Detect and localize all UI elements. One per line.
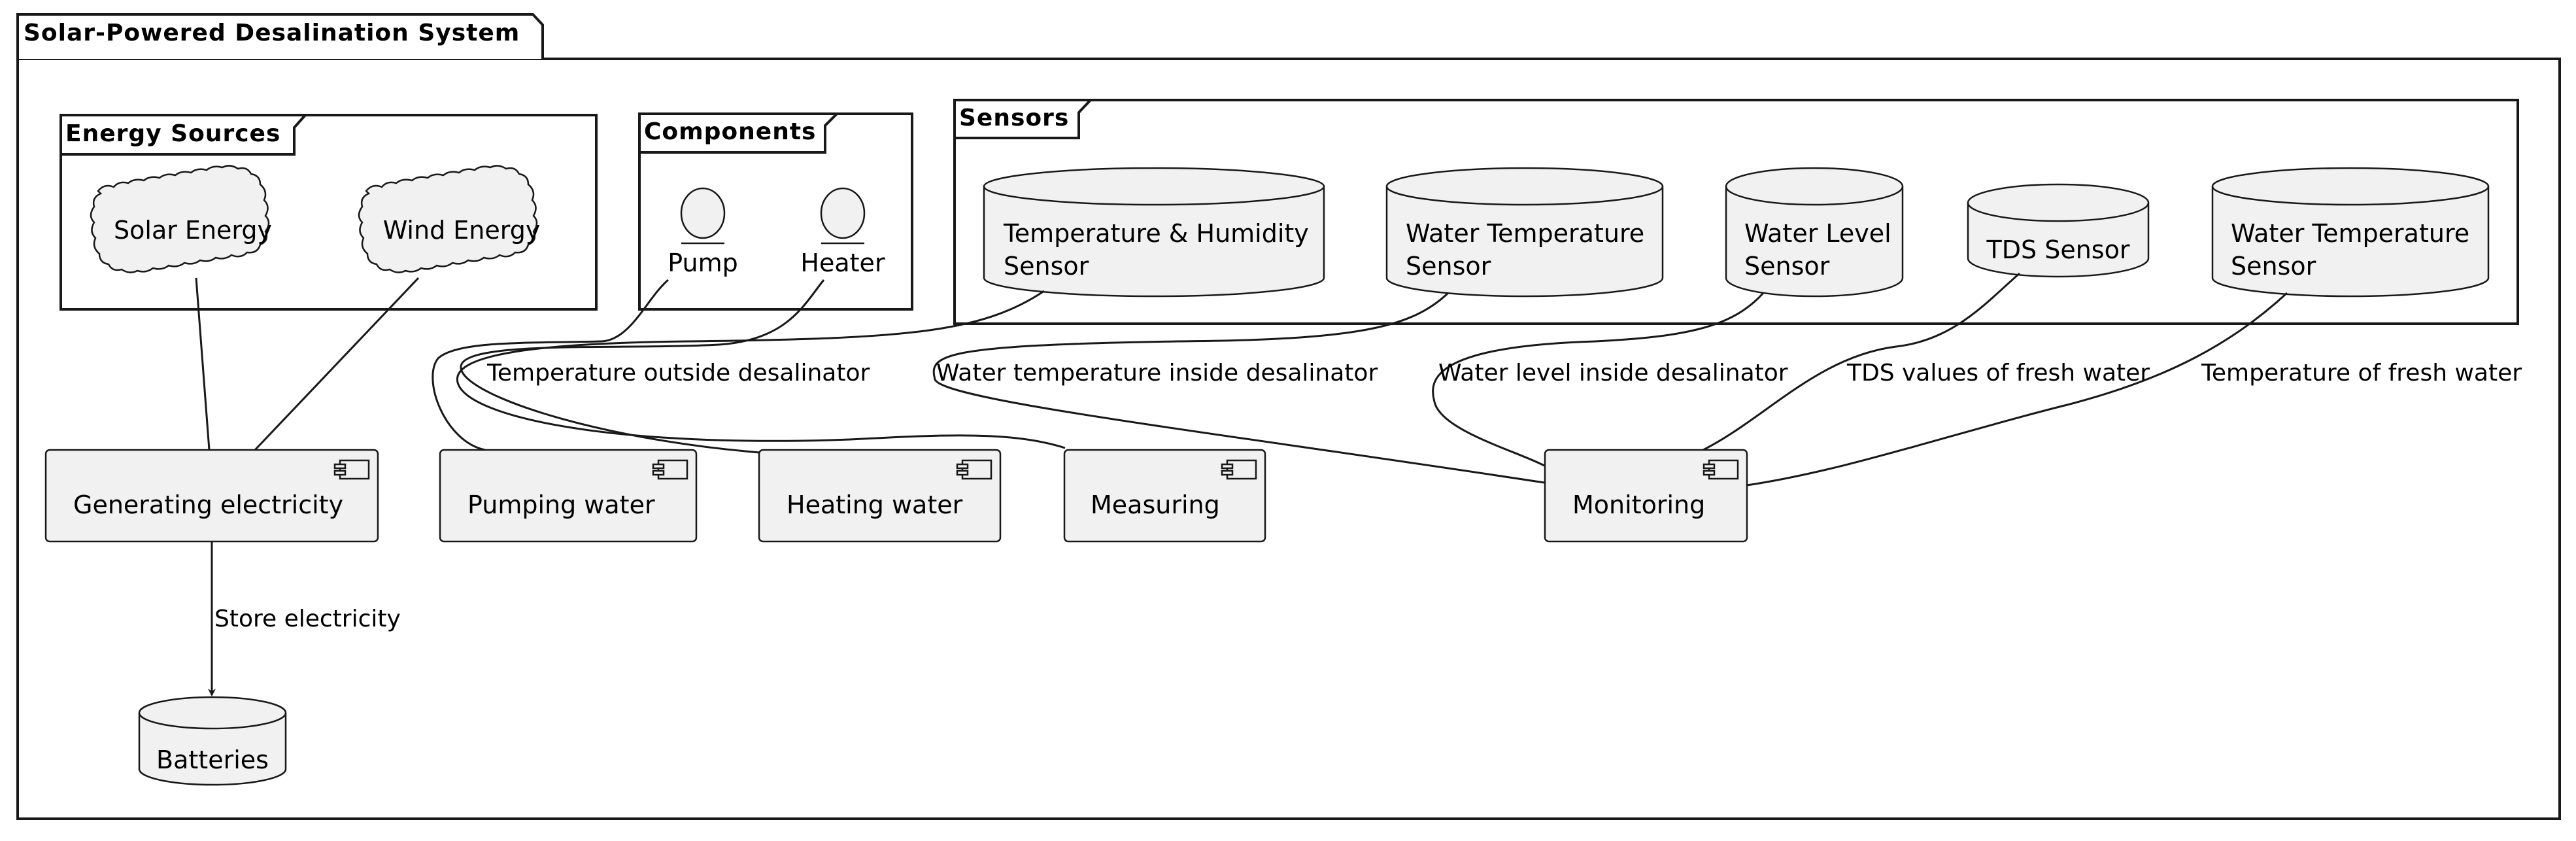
components-title: Components <box>644 118 816 145</box>
edge-water-temp-monitoring <box>932 292 1545 484</box>
edge-label-water-temp-inside: Water temperature inside desalinator <box>936 360 1378 386</box>
wind-energy-label: Wind Energy <box>383 216 541 245</box>
generating-electricity-label: Generating electricity <box>73 490 343 519</box>
system-package: Solar-Powered Desalination System <box>16 13 2561 820</box>
pumping-water-label: Pumping water <box>467 490 655 519</box>
edge-label-temp-outside: Temperature outside desalinator <box>486 360 870 386</box>
heating-water-label: Heating water <box>787 490 963 519</box>
edge-solar-generating <box>195 277 211 451</box>
edge-wind-generating <box>254 277 420 451</box>
water-level-sensor-line2: Sensor <box>1744 252 1830 281</box>
batteries-label: Batteries <box>156 746 269 774</box>
water-temperature-sensor-2-line2: Sensor <box>2231 252 2316 281</box>
heating-water-component[interactable]: Heating water <box>758 449 1002 543</box>
monitoring-label: Monitoring <box>1572 490 1705 519</box>
generating-electricity-component[interactable]: Generating electricity <box>44 449 379 543</box>
water-temperature-sensor-2-line1: Water Temperature <box>2231 219 2469 248</box>
components-package: Components <box>638 112 913 311</box>
water-temperature-sensor-1[interactable]: Water Temperature Sensor <box>1385 167 1664 298</box>
solar-energy-node[interactable]: Solar Energy <box>90 165 272 273</box>
heater-label: Heater <box>800 249 885 277</box>
temp-humidity-sensor-line1: Temperature & Humidity <box>1003 219 1309 248</box>
water-temperature-sensor-1-line2: Sensor <box>1406 252 1491 281</box>
edge-heater-heating <box>460 279 825 454</box>
edge-label-tds-values: TDS values of fresh water <box>1846 360 2150 386</box>
pumping-water-component[interactable]: Pumping water <box>439 449 698 543</box>
sensors-package: Sensors <box>953 99 2519 325</box>
water-level-sensor-line1: Water Level <box>1744 219 1891 248</box>
sensors-title: Sensors <box>959 105 1069 131</box>
water-temperature-sensor-1-line1: Water Temperature <box>1406 219 1644 248</box>
heater-node[interactable]: Heater <box>800 187 885 277</box>
edge-temp-humidity-measuring <box>456 290 1066 449</box>
edge-label-store-electricity: Store electricity <box>214 606 401 632</box>
edge-tds-monitoring <box>1703 272 2020 451</box>
wind-energy-node[interactable]: Wind Energy <box>358 165 541 273</box>
tds-sensor-label: TDS Sensor <box>1986 235 2130 264</box>
energy-sources-package: Energy Sources <box>59 114 598 311</box>
solar-energy-label: Solar Energy <box>114 216 272 245</box>
edge-label-temp-fresh: Temperature of fresh water <box>2201 360 2522 386</box>
water-temperature-sensor-2[interactable]: Water Temperature Sensor <box>2211 167 2490 298</box>
energy-sources-title: Energy Sources <box>65 120 280 147</box>
measuring-component[interactable]: Measuring <box>1063 449 1266 543</box>
measuring-label: Measuring <box>1091 490 1220 519</box>
batteries-storage[interactable]: Batteries <box>138 696 287 786</box>
pump-label: Pump <box>668 249 737 277</box>
edge-pump-pumping <box>432 279 669 451</box>
water-level-sensor[interactable]: Water Level Sensor <box>1725 167 1904 298</box>
edge-water-level-monitoring <box>1432 292 1765 467</box>
temp-humidity-sensor-line2: Sensor <box>1004 252 1089 281</box>
temp-humidity-sensor[interactable]: Temperature & Humidity Sensor <box>983 167 1325 298</box>
pump-node[interactable]: Pump <box>668 187 738 277</box>
edge-water-temp2-monitoring <box>1746 292 2288 487</box>
edges <box>195 272 2288 696</box>
edge-label-water-level-inside: Water level inside desalinator <box>1438 360 1788 386</box>
monitoring-component[interactable]: Monitoring <box>1544 449 1748 543</box>
system-package-title: Solar-Powered Desalination System <box>24 20 520 46</box>
tds-sensor[interactable]: TDS Sensor <box>1967 183 2150 278</box>
